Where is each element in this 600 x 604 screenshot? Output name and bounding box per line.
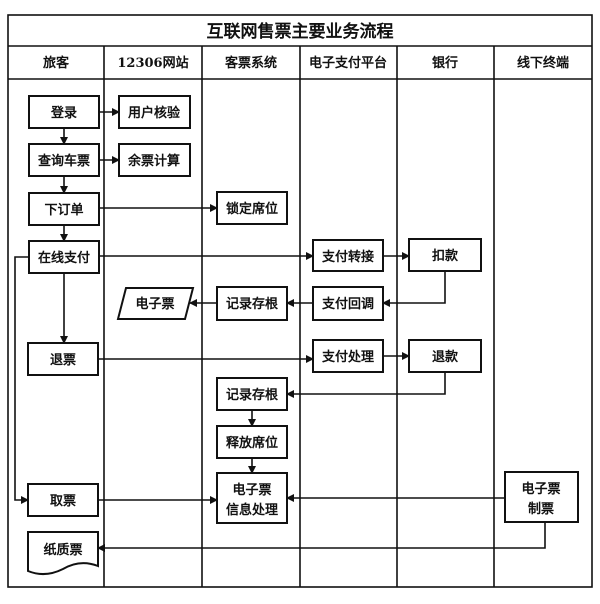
node-place-order: 下订单 (28, 192, 100, 226)
svg-text:制票: 制票 (528, 501, 554, 517)
node-lock-seat: 锁定席位 (216, 191, 288, 225)
node-pay-transfer: 支付转接 (312, 239, 384, 272)
connectors (14, 108, 546, 552)
lane-header-passenger: 旅客 (43, 55, 70, 71)
svg-text:取票: 取票 (50, 493, 76, 509)
svg-text:记录存根: 记录存根 (226, 296, 279, 312)
svg-text:支付转接: 支付转接 (321, 249, 374, 265)
node-login: 登录 (28, 95, 100, 129)
svg-text:余票计算: 余票计算 (127, 153, 180, 169)
node-remaining-calc: 余票计算 (118, 143, 191, 177)
svg-text:锁定席位: 锁定席位 (226, 201, 278, 217)
node-collect-ticket: 取票 (27, 483, 99, 517)
node-record-stub-2: 记录存根 (216, 377, 288, 411)
node-user-verify: 用户核验 (118, 95, 191, 129)
lane-dividers (103, 46, 495, 587)
diagram-title: 互联网售票主要业务流程 (207, 21, 394, 42)
node-record-stub-1: 记录存根 (216, 286, 288, 321)
node-e-ticket: 电子票 (116, 287, 195, 320)
node-pay-process: 支付处理 (312, 339, 384, 373)
node-refund-money: 退款 (408, 339, 482, 373)
node-query-ticket: 查询车票 (28, 143, 100, 177)
svg-text:记录存根: 记录存根 (226, 387, 279, 403)
svg-text:释放席位: 释放席位 (226, 435, 278, 451)
node-paper-ticket: 纸质票 (27, 531, 99, 575)
svg-text:退款: 退款 (432, 349, 459, 365)
svg-text:登录: 登录 (50, 105, 77, 121)
lane-header-bank: 银行 (432, 55, 458, 71)
svg-text:支付回调: 支付回调 (321, 296, 374, 312)
node-refund-ticket: 退票 (27, 342, 99, 376)
lane-header-offline-terminal: 线下终端 (517, 55, 569, 71)
lane-header-payment-platform: 电子支付平台 (309, 55, 387, 71)
svg-text:下订单: 下订单 (44, 202, 83, 218)
svg-text:纸质票: 纸质票 (43, 542, 82, 558)
node-pay-callback: 支付回调 (312, 286, 384, 321)
svg-text:电子票: 电子票 (232, 482, 271, 498)
svg-text:退票: 退票 (50, 352, 76, 368)
svg-text:在线支付: 在线支付 (38, 250, 90, 266)
lane-header-ticket-system: 客票系统 (225, 55, 277, 71)
svg-text:电子票: 电子票 (135, 296, 174, 312)
node-online-pay: 在线支付 (28, 240, 100, 274)
node-deduct: 扣款 (408, 238, 482, 272)
svg-text:查询车票: 查询车票 (37, 153, 90, 169)
svg-text:扣款: 扣款 (432, 248, 459, 264)
svg-text:用户核验: 用户核验 (127, 105, 181, 121)
lane-header-12306: 12306网站 (117, 55, 188, 71)
svg-text:支付处理: 支付处理 (321, 349, 374, 365)
svg-text:电子票: 电子票 (521, 481, 560, 497)
node-release-seat: 释放席位 (216, 425, 288, 459)
svg-text:信息处理: 信息处理 (226, 502, 278, 518)
